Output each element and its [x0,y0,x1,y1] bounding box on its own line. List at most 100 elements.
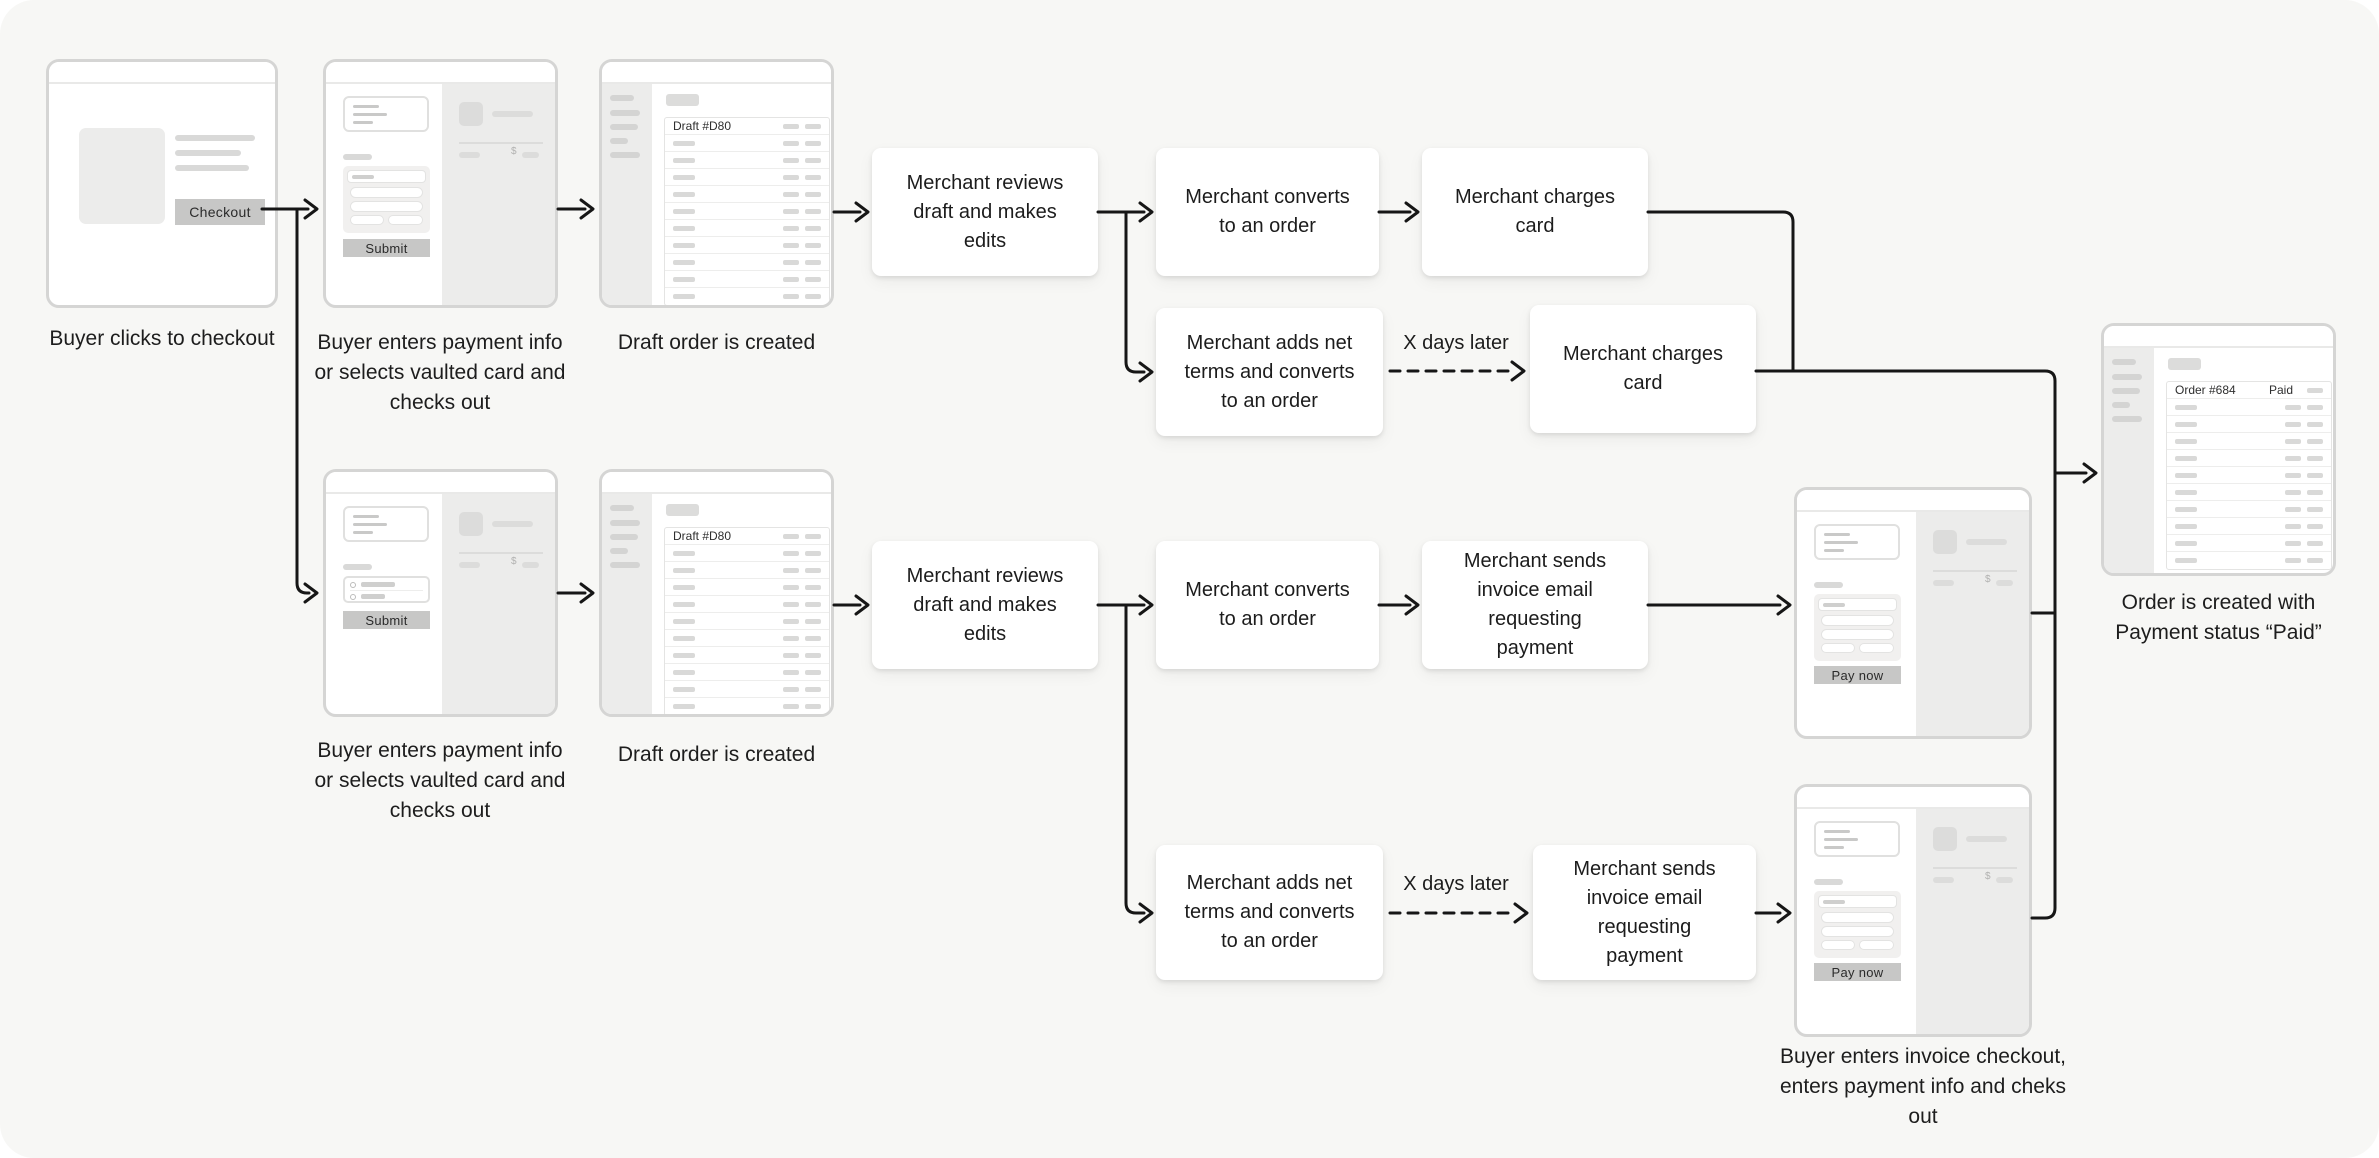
table-row [2167,552,2331,569]
draft-orders-table: Draft #D80 [664,527,830,714]
product-image-placeholder [1933,827,1957,851]
flow-box-reviews-bottom[interactable]: Merchant reviews draft and makes edits [872,541,1098,669]
submit-button[interactable]: Submit [343,611,430,629]
pay-now-button[interactable]: Pay now [1814,963,1901,981]
caption-line: or selects vaulted card and [314,361,566,384]
arrowhead-invoice [1404,594,1420,616]
draft-id: Draft #D80 [673,529,732,543]
draft-orders-table: Draft #D80 [664,117,830,305]
x-days-label-top: X days later [1403,332,1509,354]
table-row [2167,416,2331,433]
amount-placeholder [522,562,539,568]
browser-header [326,62,555,84]
browser-header [2104,326,2333,348]
admin-sidebar [602,84,652,305]
table-row [2167,535,2331,552]
table-row [665,647,829,664]
text-placeholder [459,562,480,568]
table-row [665,613,829,630]
vaulted-card-option[interactable] [350,591,423,602]
amount-placeholder [1996,877,2013,883]
card-form [343,166,430,233]
table-row [2167,433,2331,450]
arrowhead-converts-top [1138,201,1154,223]
table-row [665,169,829,186]
table-row [665,237,829,254]
table-row [2167,467,2331,484]
flow-box-netterms-top[interactable]: Merchant adds net terms and converts to … [1156,308,1383,436]
currency-symbol: $ [511,146,517,157]
browser-header [49,62,275,84]
table-row [665,562,829,579]
pay-now-button[interactable]: Pay now [1814,666,1901,684]
address-box [1814,821,1900,857]
table-row [665,186,829,203]
page-title-placeholder [2168,358,2201,370]
arrowhead-reviews-top [854,201,870,223]
text-placeholder [492,111,533,117]
radio-icon [350,593,356,600]
caption-line: checks out [389,391,491,414]
table-rows [2167,399,2331,569]
flow-box-converts-bottom[interactable]: Merchant converts to an order [1156,541,1379,669]
thumb-draft-order-top: Draft #D80 [599,59,834,308]
admin-sidebar [602,494,652,714]
table-row-draft: Draft #D80 [665,528,829,545]
product-image-placeholder [459,102,483,126]
flow-box-sends-invoice-1[interactable]: Merchant sends invoice email requesting … [1422,541,1648,669]
x-days-label-bottom: X days later [1403,873,1509,895]
table-row-draft: Draft #D80 [665,118,829,135]
text-placeholder [175,165,249,171]
arrowhead-charges-top [1404,201,1420,223]
arrowhead-netterms-bottom [1138,902,1154,924]
thumb-order-paid: Order #684 Paid [2101,323,2336,576]
paid-status: Paid [2268,383,2293,397]
checkout-button[interactable]: Checkout [175,199,265,225]
table-row [665,630,829,647]
field-label-placeholder [343,154,372,160]
table-row [665,203,829,220]
address-box [1814,524,1900,560]
connector-reviews-branch-netterms-top [1124,210,1146,374]
flow-box-charges-top[interactable]: Merchant charges card [1422,148,1648,276]
flow-box-charges-delayed[interactable]: Merchant charges card [1530,305,1756,433]
radio-icon [350,581,356,588]
flow-box-reviews-top[interactable]: Merchant reviews draft and makes edits [872,148,1098,276]
submit-button[interactable]: Submit [343,239,430,257]
browser-header [1797,490,2029,512]
arrowhead-xdays-top [1510,360,1526,382]
card-form [1814,891,1901,958]
vaulted-card-option[interactable] [350,579,423,591]
arrowhead-paynow1 [1776,594,1792,616]
text-placeholder [175,135,255,141]
table-row [2167,518,2331,535]
flow-box-netterms-bottom[interactable]: Merchant adds net terms and converts to … [1156,845,1383,980]
caption-line: Buyer enters payment info [317,739,563,762]
table-row [2167,484,2331,501]
caption-line: Buyer enters invoice checkout, [1780,1045,2066,1068]
arrowhead-draft-top [579,198,595,220]
caption-draft-top: Draft order is created [617,331,816,354]
flow-box-sends-invoice-2[interactable]: Merchant sends invoice email requesting … [1533,845,1756,980]
caption-line: enters payment info and cheks out [1779,1075,2066,1128]
divider [459,552,543,554]
caption-line: Payment status “Paid” [2115,621,2322,644]
flow-box-converts-top[interactable]: Merchant converts to an order [1156,148,1379,276]
page-title-placeholder [666,94,699,106]
admin-sidebar [2104,348,2154,573]
currency-symbol: $ [511,556,517,567]
table-row [665,681,829,698]
table-row [665,152,829,169]
text-placeholder [492,521,533,527]
arrowhead-converts-bottom [1138,594,1154,616]
amount-placeholder [522,152,539,158]
order-summary-pane: $ [1916,809,2029,1034]
order-summary-pane: $ [442,494,555,714]
thumb-product-page: Checkout [46,59,278,308]
caption-invoice-checkout: Buyer enters invoice checkout, enters pa… [1763,1042,2083,1132]
table-row [665,135,829,152]
table-row [665,288,829,305]
table-row [2167,399,2331,416]
browser-header [326,472,555,494]
arrowhead-draft-bottom [579,582,595,604]
